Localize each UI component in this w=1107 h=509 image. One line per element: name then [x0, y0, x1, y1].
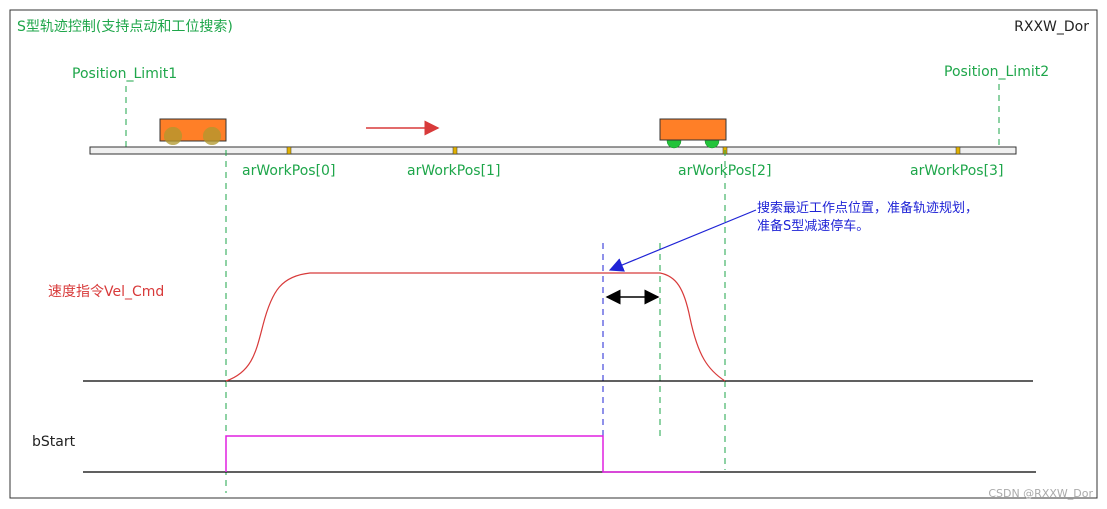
annotation-line1: 搜索最近工作点位置，准备轨迹规划，	[757, 200, 978, 216]
author-label: RXXW_Dor	[1014, 19, 1089, 35]
work-pos-label-3: arWorkPos[3]	[910, 163, 1003, 179]
cart-end	[659, 118, 727, 149]
diagram-frame	[9, 9, 1098, 499]
work-pos-label-1: arWorkPos[1]	[407, 163, 500, 179]
bstart-label: bStart	[32, 434, 76, 450]
annotation-line2: 准备S型减速停车。	[757, 218, 869, 234]
work-pos-marker-3	[955, 146, 961, 155]
work-pos-label-2: arWorkPos[2]	[678, 163, 771, 179]
rail	[89, 146, 1017, 155]
watermark: CSDN @RXXW_Dor	[988, 487, 1093, 500]
work-pos-label-0: arWorkPos[0]	[242, 163, 335, 179]
diagram-title: S型轨迹控制(支持点动和工位搜索)	[17, 18, 233, 35]
cart-start	[159, 118, 227, 145]
annotation-arrow	[608, 209, 757, 272]
velocity-label: 速度指令Vel_Cmd	[48, 284, 164, 300]
position-limit2-label: Position_Limit2	[944, 64, 1049, 80]
position-limit1-label: Position_Limit1	[72, 66, 177, 82]
work-pos-marker-0	[286, 146, 292, 155]
work-pos-marker-1	[452, 146, 458, 155]
velocity-curve	[225, 272, 726, 382]
bstart-signal	[225, 435, 700, 473]
